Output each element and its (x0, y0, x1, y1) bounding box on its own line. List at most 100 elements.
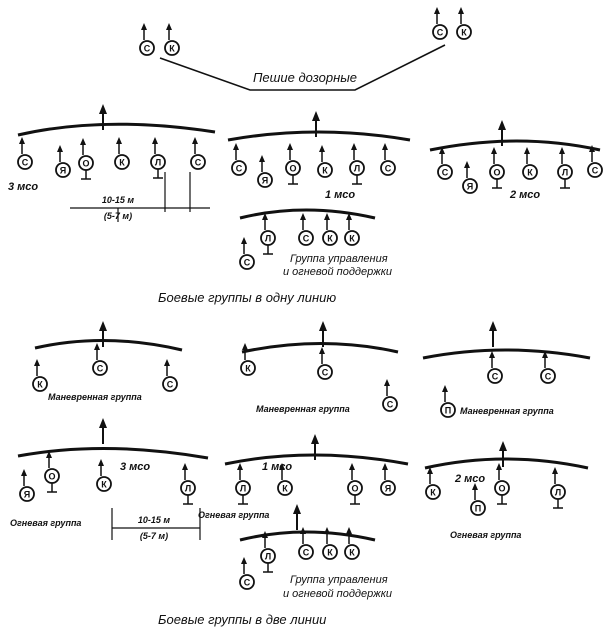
soldier-symbol-letter: С (545, 372, 552, 382)
soldier-symbol: К (522, 147, 538, 180)
advance-arrow-head (319, 321, 327, 331)
soldier-symbol: Я (19, 469, 35, 502)
soldier-symbol-letter: К (37, 380, 43, 390)
soldier-symbol: Я (257, 155, 273, 188)
soldier-symbol: Я (380, 463, 396, 496)
advance-arrow-head (293, 504, 301, 514)
soldier-symbol-letter: Л (265, 234, 271, 244)
soldier-symbol-letter: К (119, 158, 125, 168)
soldier-symbol-letter: К (169, 44, 175, 54)
soldier-symbol-letter: К (322, 166, 328, 176)
soldier-symbol: П (470, 483, 486, 516)
soldier-symbol-letter: К (430, 488, 436, 498)
soldier-symbol-letter: К (527, 168, 533, 178)
two-lines-squad3-label: 3 мсо (120, 461, 150, 473)
soldier-symbol-letter: П (475, 504, 481, 514)
maneuver-center-arc (241, 342, 399, 354)
soldier-symbol-letter: Л (562, 168, 568, 178)
one-line-squad1-label: 1 мсо (325, 189, 355, 201)
soldier-symbol-letter: О (48, 472, 55, 482)
one-line-support-line2: и огневой поддержки (283, 266, 392, 278)
soldier-symbol-letter: К (101, 480, 107, 490)
two-lines-support-line1: Группа управления (290, 574, 388, 586)
soldier-symbol: Л (550, 467, 566, 509)
soldier-symbol-letter: О (351, 484, 358, 494)
soldier-symbol: О (347, 463, 363, 505)
advance-arrow-head (498, 120, 506, 130)
soldier-symbol-letter: С (144, 44, 151, 54)
soldier-symbol-letter: С (244, 258, 251, 268)
advance-arrow-head (312, 111, 320, 121)
soldier-symbol-letter: К (461, 28, 467, 38)
soldier-symbol-letter: С (437, 28, 444, 38)
soldier-symbol-letter: О (82, 159, 89, 169)
soldier-symbol: С (317, 347, 333, 380)
soldier-symbol: С (239, 557, 255, 590)
two-lines-distance-alt: (5-7 м) (140, 531, 168, 541)
soldier-symbol-letter: К (282, 484, 288, 494)
soldier-symbol (311, 434, 319, 460)
soldier-symbol: С (382, 379, 398, 412)
soldier-symbol: С (487, 351, 503, 384)
soldier-symbol-letter: С (303, 234, 310, 244)
soldier-symbol: Л (557, 147, 573, 189)
two-lines-distance-main: 10-15 м (138, 515, 171, 525)
soldier-symbol: С (239, 237, 255, 270)
one-line-distance-alt: (5-7 м) (104, 211, 132, 221)
soldier-symbol-letter: С (492, 372, 499, 382)
soldier-symbol: С (139, 23, 155, 56)
soldier-symbol: К (32, 359, 48, 392)
fire-right-label: Огневая группа (450, 530, 521, 540)
soldier-symbol: С (298, 213, 314, 246)
soldier-symbol-letter: С (167, 380, 174, 390)
two-lines-caption: Боевые группы в две линии (158, 612, 326, 627)
soldier-symbol (99, 321, 107, 347)
maneuver-left-arc (34, 338, 183, 352)
advance-arrow-head (499, 441, 507, 451)
soldier-symbol-letter: Л (155, 158, 161, 168)
soldier-symbol: О (44, 451, 60, 493)
soldier-symbol: О (494, 463, 510, 505)
soldier-symbol-letter: С (385, 164, 392, 174)
soldier-symbol: К (114, 137, 130, 170)
one-line-distance-marker (70, 172, 210, 222)
soldier-symbol: Л (235, 463, 251, 505)
soldier-symbol (498, 120, 506, 146)
soldier-symbol-letter: Л (265, 552, 271, 562)
soldier-symbol (99, 418, 107, 444)
soldier-symbol-letter: Я (385, 484, 391, 494)
soldier-symbol (499, 441, 507, 467)
soldier-symbol: С (162, 359, 178, 392)
soldier-symbol: С (190, 137, 206, 170)
soldier-symbol-letter: Л (354, 164, 360, 174)
soldier-symbol-letter: С (387, 400, 394, 410)
soldier-symbol-letter: С (236, 164, 243, 174)
fire-left-arc (17, 447, 209, 460)
soldier-symbol-letter: С (592, 166, 599, 176)
soldier-symbol: О (489, 147, 505, 189)
advance-arrow-head (99, 418, 107, 428)
soldier-symbol-letter: К (349, 548, 355, 558)
soldier-symbol-letter: Л (185, 484, 191, 494)
soldier-symbol-letter: К (327, 234, 333, 244)
maneuver-right-arc (422, 348, 591, 360)
soldier-symbol-letter: С (195, 158, 202, 168)
soldier-symbol-letter: К (349, 234, 355, 244)
maneuver-left-label: Маневренная группа (48, 392, 142, 402)
one-line-distance-main: 10-15 м (102, 195, 135, 205)
scouts-group: Пешие дозорные (159, 44, 446, 91)
soldier-symbol-letter: О (289, 164, 296, 174)
soldier-symbol-letter: С (303, 548, 310, 558)
soldier-symbol-letter: С (322, 368, 329, 378)
soldier-symbol: С (587, 145, 603, 178)
soldier-symbol-letter: Я (24, 490, 30, 500)
squad3-arc (17, 122, 216, 137)
soldier-symbol (99, 104, 107, 130)
soldier-symbol-letter: К (327, 548, 333, 558)
maneuver-center-label: Маневренная группа (256, 404, 350, 414)
soldier-symbol: С (380, 143, 396, 176)
soldier-symbol: К (277, 463, 293, 496)
soldier-symbol: С (17, 137, 33, 170)
